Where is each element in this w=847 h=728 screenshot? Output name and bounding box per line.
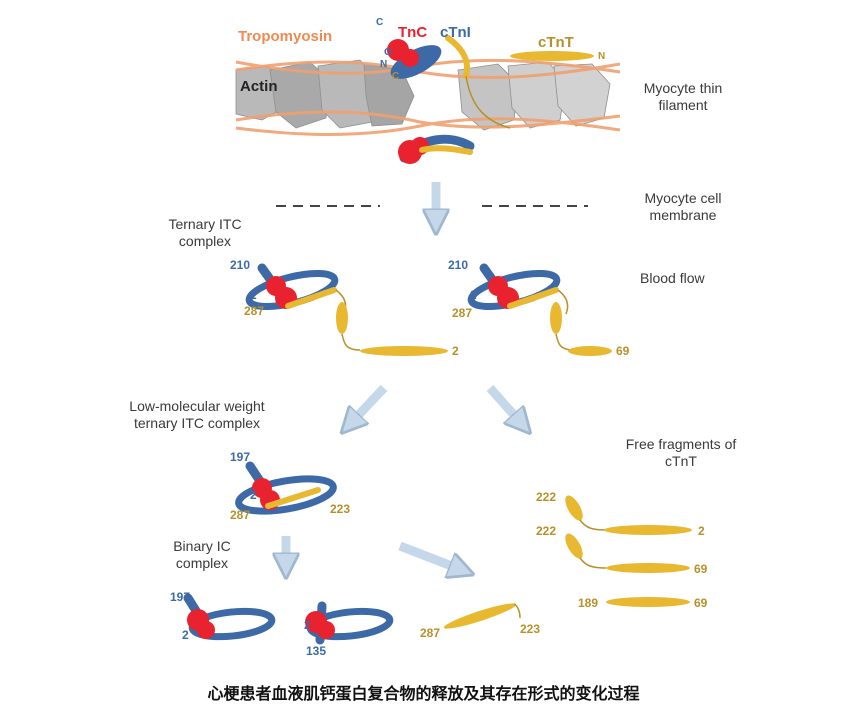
residue-t1-2: 2	[250, 288, 257, 302]
actin-label: Actin	[240, 78, 278, 95]
actin-filament	[235, 59, 611, 131]
lmw-ternary-label: Low-molecular weight ternary ITC complex	[129, 398, 265, 431]
residue-bin-135: 135	[306, 644, 327, 658]
residue-bin-197: 197	[170, 590, 191, 604]
arrow-to-lmw	[350, 384, 388, 424]
ctnt-fragment-287-223	[443, 603, 521, 629]
binary-ic-label: Binary IC complex	[173, 538, 231, 571]
binary-ic-complex-1	[183, 593, 276, 641]
tnc-label: TnC	[398, 24, 428, 41]
myocyte-thin-filament-label: Myocyte thin filament	[643, 80, 723, 113]
residue-t1-210: 210	[230, 258, 251, 272]
residue-t2-tail: 69	[616, 344, 630, 358]
residue-ff2-222: 222	[536, 524, 557, 538]
troponin-complex-top	[387, 35, 594, 129]
ternary-itc-label: Ternary ITC complex	[168, 216, 242, 249]
arrow-to-free	[486, 385, 522, 424]
residue-lmw-287: 287	[230, 508, 251, 522]
arrow-to-fragment	[398, 541, 462, 570]
residue-t2-2: 2	[470, 288, 477, 302]
free-fragment-222-2	[565, 495, 692, 535]
residue-ff3-189: 189	[578, 596, 599, 610]
ctnt-c-terminus: C	[392, 71, 400, 82]
residue-ff1-2: 2	[698, 524, 705, 538]
ctni-c-terminus: C	[376, 17, 384, 28]
blood-flow-label: Blood flow	[640, 270, 705, 286]
ctnt-label: cTnT	[538, 34, 574, 51]
residue-lmw-2: 2	[250, 488, 257, 502]
ctnt-n-terminus: N	[598, 51, 606, 62]
free-fragments-label: Free fragments of cTnT	[625, 436, 737, 469]
ctni-o-mark: O	[384, 47, 392, 58]
myocyte-cell-membrane-label: Myocyte cell membrane	[644, 190, 722, 223]
residue-frag-223: 223	[520, 622, 541, 636]
ctni-label: cTnI	[440, 24, 471, 41]
free-fragment-222-69	[565, 533, 690, 573]
ternary-itc-complex-1	[245, 263, 448, 356]
binary-ic-complex-2	[305, 601, 394, 645]
residue-bin-2a: 2	[182, 628, 189, 642]
residue-ff2-69: 69	[694, 562, 708, 576]
free-fragment-189-69	[606, 597, 690, 607]
thin-filament	[235, 35, 621, 164]
residue-bin-2b: 2	[304, 618, 311, 632]
residue-ff3-69: 69	[694, 596, 708, 610]
residue-ff1-222: 222	[536, 490, 557, 504]
ternary-itc-complex-2	[467, 263, 612, 356]
residue-t1-tail: 2	[452, 344, 459, 358]
residue-lmw-223: 223	[330, 502, 351, 516]
residue-frag-287: 287	[420, 626, 441, 640]
flow-arrows	[286, 182, 522, 570]
residue-t2-210: 210	[448, 258, 469, 272]
troponin-complex-bottom	[398, 134, 475, 164]
ctni-n-terminus: N	[380, 59, 388, 70]
residue-t1-287: 287	[244, 304, 265, 318]
tropomyosin-label: Tropomyosin	[238, 28, 333, 45]
figure-caption: 心梗患者血液肌钙蛋白复合物的释放及其存在形式的变化过程	[207, 686, 640, 703]
residue-t2-287: 287	[452, 306, 473, 320]
residue-lmw-197: 197	[230, 450, 251, 464]
lmw-ternary-complex	[235, 461, 337, 515]
